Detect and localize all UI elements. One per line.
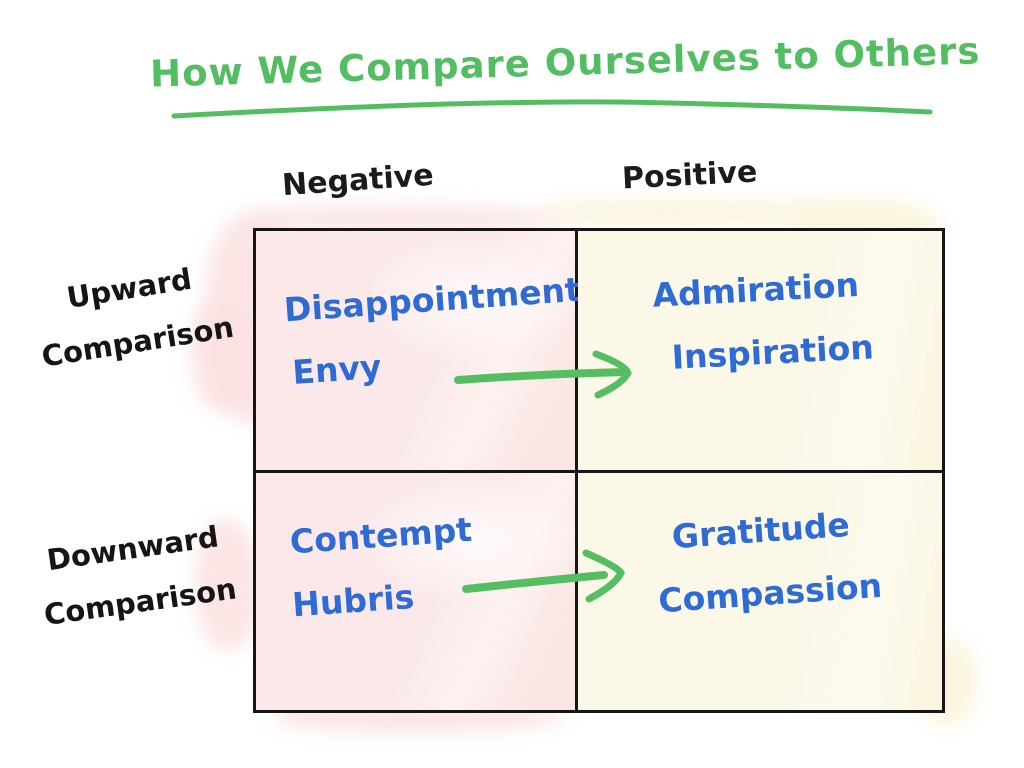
- pink-wash-spill-left-lower: [196, 520, 262, 650]
- page-title: How We Compare Ourselves to Others: [149, 29, 981, 96]
- quadrant-line: Disappointment: [282, 269, 582, 330]
- quadrant-line: Gratitude: [670, 504, 851, 557]
- quadrant-downward-positive: Gratitude Compassion: [578, 473, 942, 710]
- quadrant-line: Admiration: [651, 264, 860, 315]
- row-label-line: Downward: [44, 519, 221, 578]
- title-underline: [171, 99, 933, 119]
- pink-wash-spill-top: [250, 206, 570, 232]
- pink-wash-spill-left-upper: [192, 300, 258, 410]
- column-header-negative: Negative: [280, 157, 435, 204]
- quadrant-line: Hubris: [290, 576, 416, 625]
- quadrant-line: Compassion: [657, 565, 884, 621]
- quadrant-upward-negative: Disappointment Envy: [256, 231, 582, 473]
- quadrant-text: Admiration Inspiration: [651, 253, 875, 390]
- comparison-matrix: Disappointment Envy Admiration Inspirati…: [253, 228, 945, 713]
- quadrant-downward-negative: Contempt Hubris: [256, 473, 578, 710]
- quadrant-text: Gratitude Compassion: [657, 492, 884, 631]
- cream-wash-spill-top: [545, 198, 835, 226]
- quadrant-text: Contempt Hubris: [288, 499, 479, 637]
- quadrant-line: Envy: [291, 346, 383, 392]
- quadrant-line: Inspiration: [670, 326, 875, 377]
- quadrant-line: Contempt: [288, 509, 474, 562]
- column-header-positive: Positive: [621, 154, 759, 197]
- quadrant-upward-positive: Admiration Inspiration: [578, 231, 942, 473]
- quadrant-text: Disappointment Envy: [282, 259, 587, 405]
- row-label-line: Upward: [64, 261, 194, 315]
